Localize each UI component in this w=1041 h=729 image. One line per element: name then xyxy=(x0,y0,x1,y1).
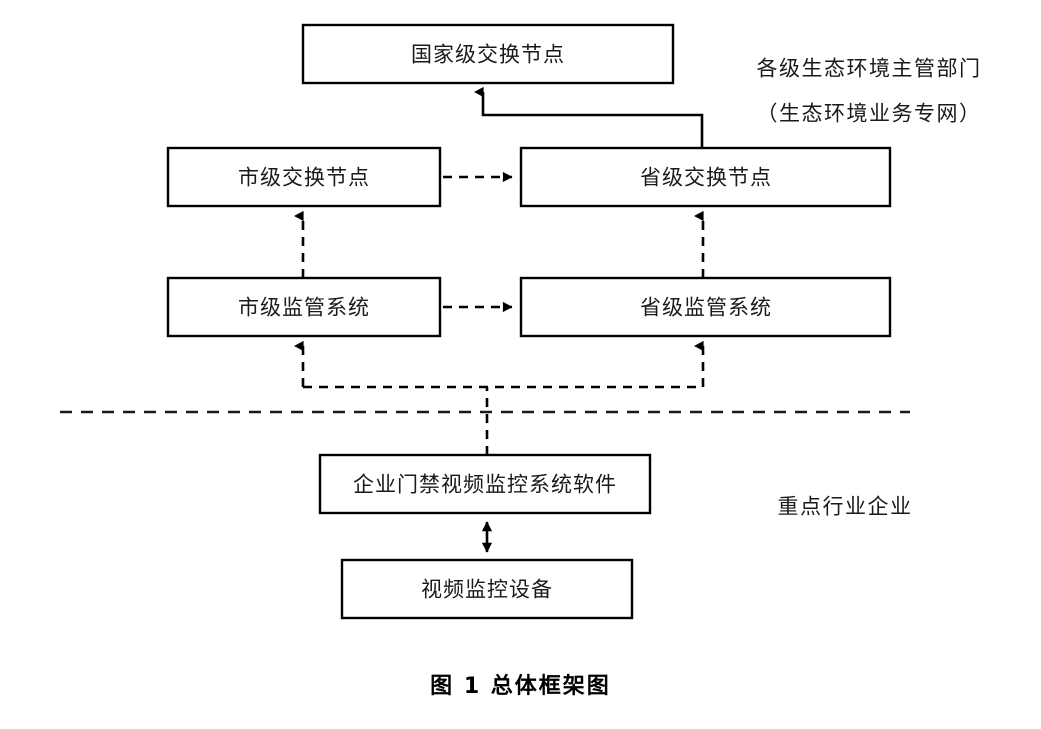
node-video-device[interactable]: 视频监控设备 xyxy=(340,558,634,620)
link-province-exchange-to-national xyxy=(473,86,704,148)
node-label-national-exchange: 国家级交换节点 xyxy=(411,43,565,67)
node-label-province-supervision: 省级监管系统 xyxy=(640,296,772,320)
node-label-enterprise-software: 企业门禁视频监控系统软件 xyxy=(353,473,617,497)
node-label-city-supervision: 市级监管系统 xyxy=(238,296,370,320)
node-enterprise-software[interactable]: 企业门禁视频监控系统软件 xyxy=(318,453,652,515)
node-city-exchange[interactable]: 市级交换节点 xyxy=(166,146,442,208)
node-province-exchange[interactable]: 省级交换节点 xyxy=(519,146,892,208)
node-city-supervision[interactable]: 市级监管系统 xyxy=(166,276,442,338)
node-national-exchange[interactable]: 国家级交换节点 xyxy=(301,23,675,85)
authority-zone-line-2: （生态环境业务专网） xyxy=(757,102,982,126)
node-label-city-exchange: 市级交换节点 xyxy=(238,166,370,190)
authority-zone-line-1: 各级生态环境主管部门 xyxy=(757,57,982,81)
node-label-province-exchange: 省级交换节点 xyxy=(640,166,772,190)
node-label-video-device: 视频监控设备 xyxy=(421,578,553,602)
node-province-supervision[interactable]: 省级监管系统 xyxy=(519,276,892,338)
enterprise-zone-label: 重点行业企业 xyxy=(778,495,913,519)
figure-caption: 图 1 总体框架图 xyxy=(430,674,611,699)
